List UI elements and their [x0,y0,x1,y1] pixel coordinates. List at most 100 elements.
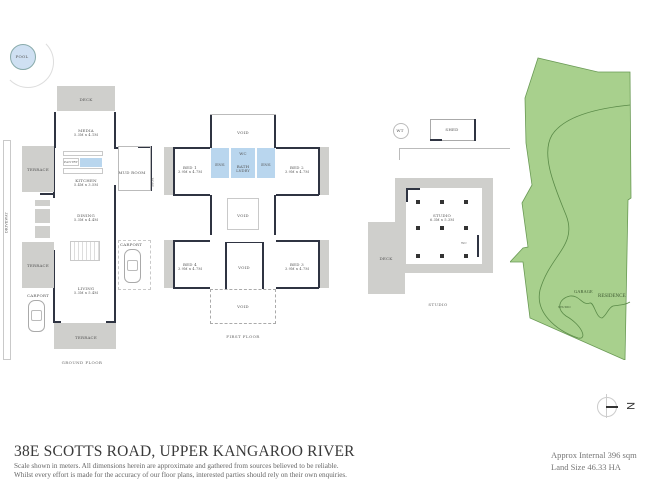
wall [173,147,210,149]
column [440,254,444,258]
shed-label: SHED [445,127,459,132]
studio-wc-label: WC [461,241,467,245]
pantry-label: PANTRY [64,160,78,164]
deck [57,86,115,111]
robe-label: ROBE [150,177,155,188]
planter [35,226,50,238]
wall [53,321,61,323]
kitchen-island [63,168,103,174]
disclaimer-line-1: Scale shown in meters. All dimensions he… [14,462,339,470]
bed1-balcony [164,147,174,195]
column [464,200,468,204]
area-stats: Approx Internal 396 sqm Land Size 46.33 … [551,449,637,473]
fence-line [399,148,400,160]
studio-caption: STUDIO [428,302,448,307]
wall [173,240,175,288]
staircase [70,241,100,261]
bed4-balcony [164,240,174,288]
wall [430,139,442,141]
void-bottom [210,289,276,324]
bed3-balcony [319,240,329,288]
site-studio-label: STUDIO [558,305,571,309]
wall [40,193,54,195]
wall [276,287,319,289]
north-label: N [623,402,636,410]
wall [406,188,408,202]
land-parcel [510,57,632,360]
void-bottom-label: VOID [237,304,249,309]
wall [274,195,276,235]
mud-room [118,146,151,191]
wall [114,185,116,322]
land-size: Land Size 46.33 HA [551,462,621,472]
internal-area: Approx Internal 396 sqm [551,450,637,460]
void-mid-label: VOID [237,213,249,218]
wall [173,287,210,289]
carport-2-label: CARPORT [120,242,142,247]
residence-label: RESIDENCE [598,294,626,299]
wall [210,115,212,148]
bed2-balcony [319,147,329,195]
wc-label: WC [239,151,247,156]
wall [114,147,119,149]
studio-deck-label: DECK [379,256,393,261]
ensuite-1 [211,148,229,178]
column [416,200,420,204]
wall [173,194,210,196]
wall [274,115,276,148]
planter [35,209,50,223]
wall [225,242,264,243]
disclaimer: Scale shown in meters. All dimensions he… [14,462,347,480]
ground-floor-caption: GROUND FLOOR [61,360,103,365]
wall [318,147,320,195]
wt-label: WT [396,128,404,133]
column [416,226,420,230]
column [416,254,420,258]
studio-deck [368,222,405,294]
driveway-label: DRIVEWAY [4,212,9,233]
compass-needle [606,406,618,408]
terrace-1-label: TERRACE [27,167,49,172]
wall [54,112,56,148]
terrace-2-label: TERRACE [27,263,49,268]
terrace-2 [22,242,54,288]
wall [210,195,212,235]
wall [477,235,479,257]
property-address: 38E SCOTTS ROAD, UPPER KANGAROO RIVER [14,443,355,460]
car-icon [28,300,45,332]
column [440,226,444,230]
bathroom [231,148,255,178]
wall [138,146,151,148]
wall [173,147,175,195]
wall [225,242,227,289]
ensuite-2 [257,148,275,178]
wall [474,119,476,141]
fence-line [399,148,510,149]
wall [210,114,276,115]
kitchen-bench [63,151,103,156]
first-floor-caption: FIRST FLOOR [226,334,260,339]
wall [276,240,319,242]
wall [276,147,319,149]
disclaimer-line-2: Whilst every effort is made for the accu… [14,471,347,479]
carport-1-label: CARPORT [27,293,49,298]
planter [35,200,50,206]
mud-room-label: MUD ROOM [118,170,146,175]
terrace-1 [22,146,54,192]
void-center-label: VOID [238,265,250,270]
wall [53,148,55,198]
wall [106,321,116,323]
terrace-3-label: TERRACE [75,335,97,340]
terrace-3 [54,323,116,349]
wall [150,146,152,191]
carport-2 [118,240,151,290]
void-top-label: VOID [237,130,249,135]
